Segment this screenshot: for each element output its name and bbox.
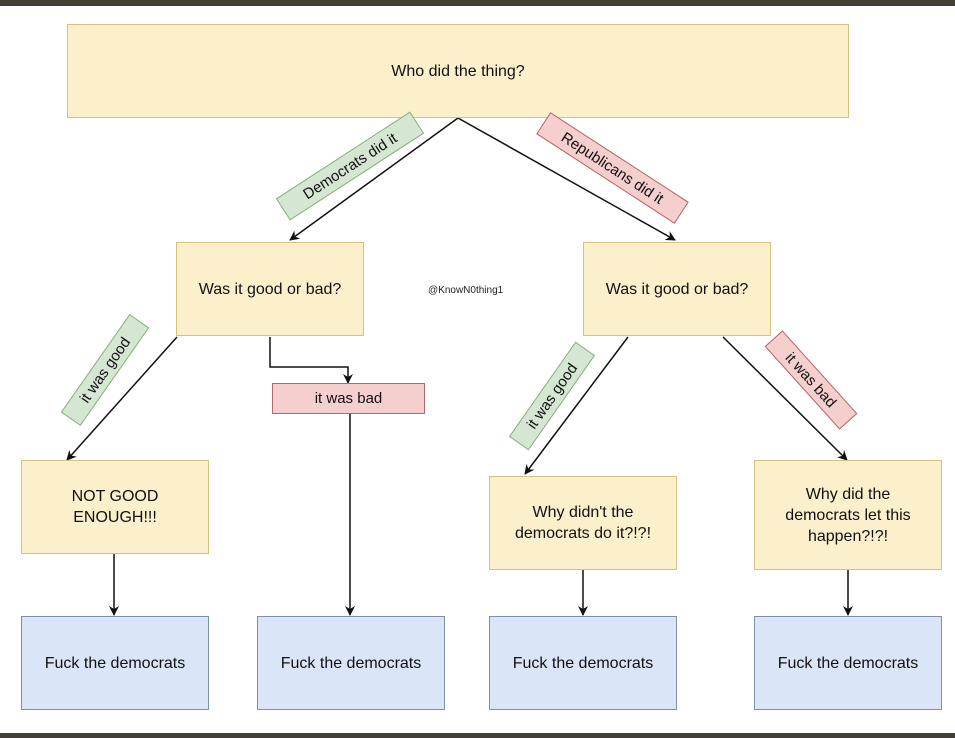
top-border [0, 0, 955, 6]
why-didnt-box: Why didn't the democrats do it?!?! [489, 476, 677, 570]
left-question-text: Was it good or bad? [198, 280, 342, 298]
watermark: @KnowN0thing1 [428, 285, 503, 296]
left-bad-text: it was bad [314, 390, 383, 407]
root-question-text: Who did the thing? [391, 62, 525, 80]
not-good-enough-text: NOT GOOD ENOUGH!!! [71, 488, 159, 526]
outcome-box-4: Fuck the democrats [754, 616, 942, 710]
outcome-box-1: Fuck the democrats [21, 616, 209, 710]
left-question-box: Was it good or bad? [176, 242, 364, 336]
outcome-text-4: Fuck the democrats [777, 654, 919, 672]
arrow-right-good [524, 336, 629, 475]
outcome-box-3: Fuck the democrats [489, 616, 677, 710]
outcome-text-2: Fuck the democrats [280, 654, 422, 672]
right-question-text: Was it good or bad? [605, 280, 749, 298]
left-bad-label: it was bad [272, 383, 425, 414]
root-question-box: Who did the thing? [67, 24, 849, 118]
why-did-box: Why did the democrats let this happen?!?… [754, 460, 942, 570]
not-good-enough-box: NOT GOOD ENOUGH!!! [21, 460, 209, 554]
why-didnt-text: Why didn't the democrats do it?!?! [514, 504, 652, 542]
why-did-text: Why did the democrats let this happen?!?… [785, 485, 911, 545]
arrow-right-bad [722, 336, 848, 461]
arrow-root-to-left [289, 117, 459, 241]
arrow-left-bad [269, 337, 353, 384]
outcome-box-2: Fuck the democrats [257, 616, 445, 710]
arrow-left-good [66, 336, 178, 461]
bottom-border [0, 733, 955, 738]
watermark-text: @KnowN0thing1 [428, 285, 504, 296]
outcome-text-3: Fuck the democrats [512, 654, 654, 672]
right-question-box: Was it good or bad? [583, 242, 771, 336]
outcome-text-1: Fuck the democrats [44, 654, 186, 672]
arrow-root-to-right [457, 117, 676, 241]
